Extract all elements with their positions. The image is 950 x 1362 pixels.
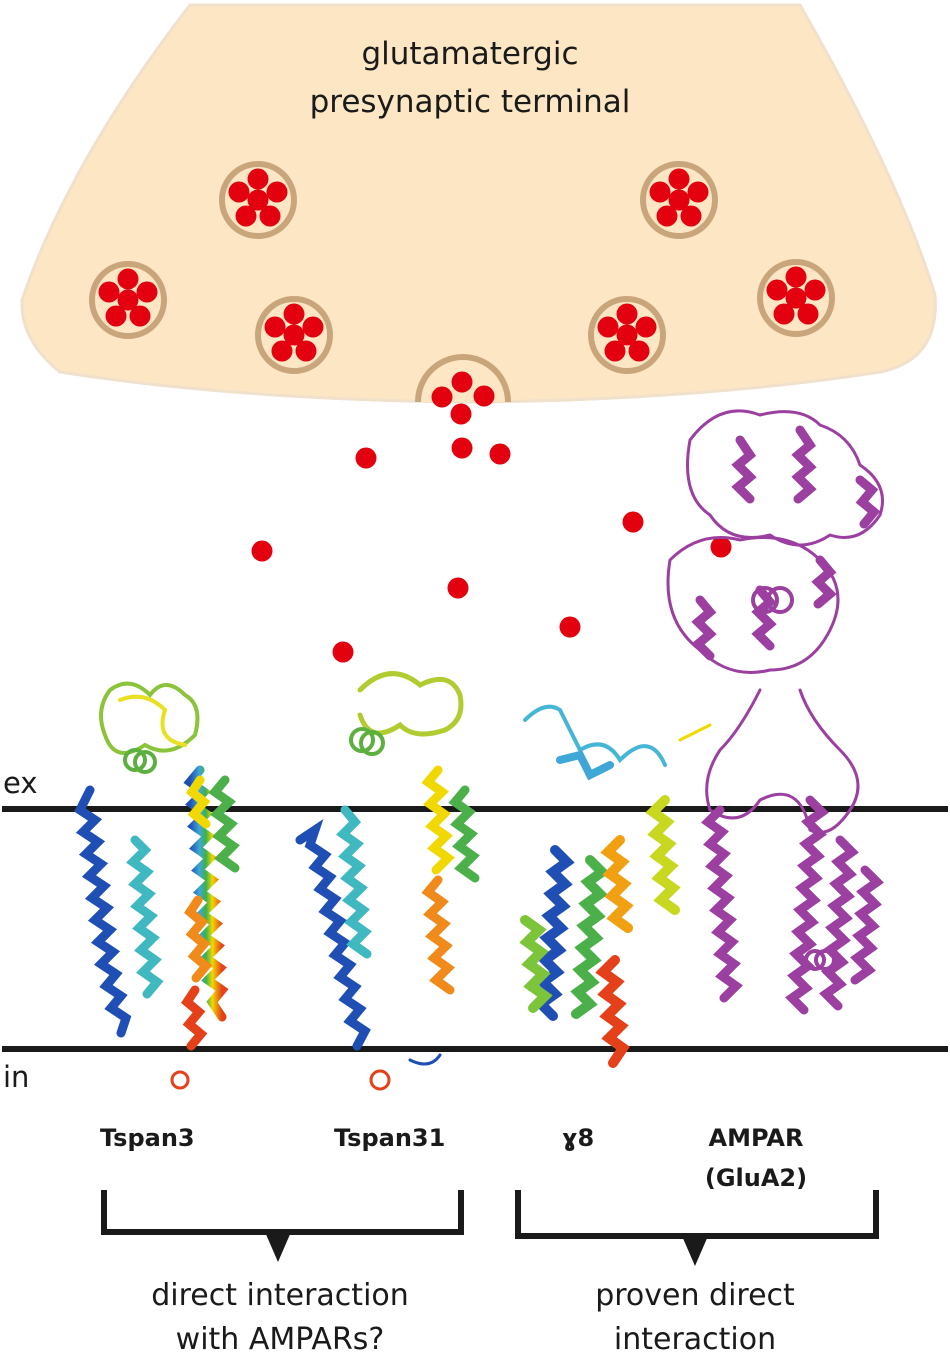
bracket-right [515, 1190, 879, 1266]
protein-label-ampar: AMPAR [708, 1124, 804, 1152]
group-left-label-line2: with AMPARs? [175, 1322, 385, 1357]
synaptic-vesicle [222, 164, 294, 236]
group-left-label-line1: direct interaction [151, 1278, 409, 1313]
glutamate-molecules [251, 437, 732, 663]
terminal-title-line2: presynaptic terminal [309, 84, 631, 120]
group-right-label-line2: interaction [613, 1322, 777, 1357]
terminal-title-line1: glutamatergic [361, 36, 579, 72]
protein-label-gamma8: ɣ8 [562, 1124, 595, 1152]
bracket-left [101, 1190, 464, 1262]
protein-label-glua2: (GluA2) [704, 1164, 808, 1192]
protein-label-tspan3: Tspan3 [100, 1124, 195, 1152]
gamma8-structure [519, 704, 712, 1068]
tspan31-structure [295, 671, 480, 1091]
intracellular-label: in [3, 1060, 30, 1094]
group-right-label-line1: proven direct [595, 1278, 795, 1313]
extracellular-label: ex [3, 766, 38, 800]
synaptic-vesicle [591, 299, 663, 371]
synaptic-vesicle [760, 262, 832, 334]
synaptic-vesicle [92, 264, 164, 336]
synaptic-vesicle [258, 299, 330, 371]
fusing-vesicle [415, 354, 511, 425]
ampar-glua2-structure [666, 409, 884, 1015]
protein-label-tspan31: Tspan31 [334, 1124, 446, 1152]
synaptic-vesicle [643, 164, 715, 236]
tspan3-structure [74, 681, 240, 1090]
